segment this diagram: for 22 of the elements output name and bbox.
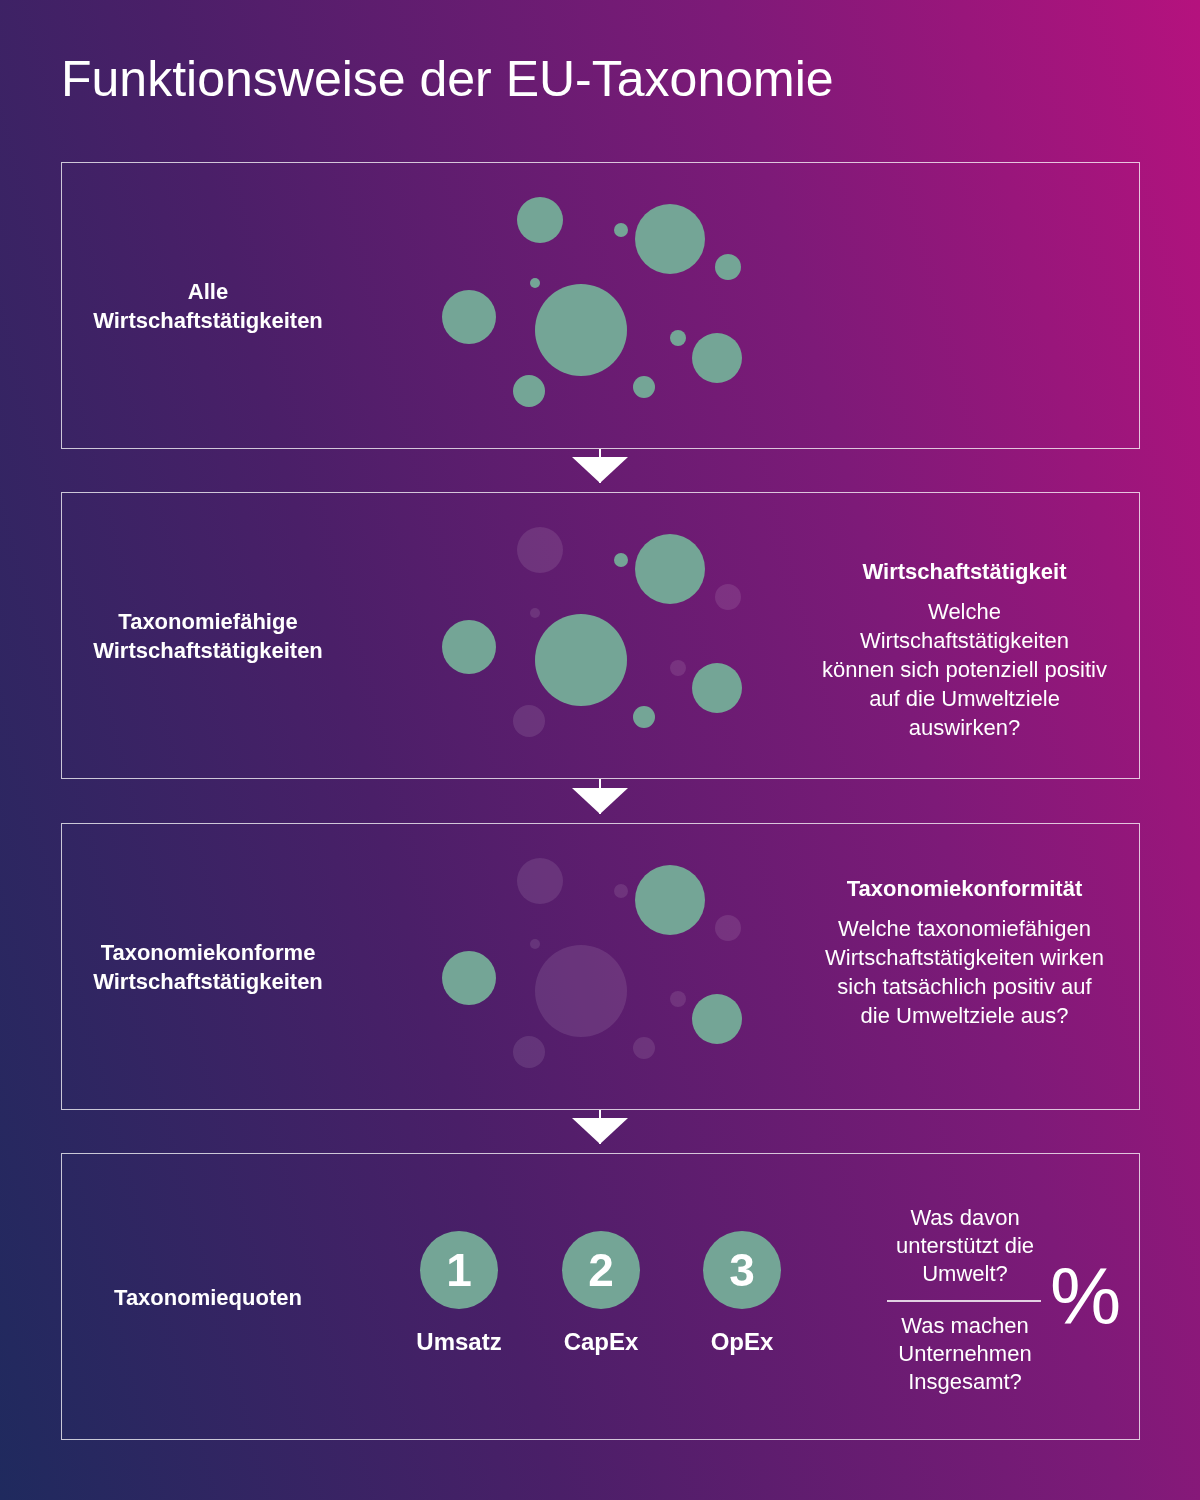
stage-title: Taxonomiefähige Wirtschaftstätigkeiten <box>92 608 324 665</box>
stage-title: Alle Wirtschaftstätigkeiten <box>92 278 324 335</box>
question-text: Welche taxonomiefähigen Wirtschaftstätigkeiten wirken sich tatsächlich positiv auf die Umweltziele aus? <box>824 915 1105 1030</box>
stage-panel <box>61 162 1140 449</box>
denominator-text: Was machen Unternehmen Insgesamt? <box>897 1312 1033 1396</box>
quota-label: CapEx <box>562 1328 640 1356</box>
down-arrow <box>572 778 628 815</box>
down-arrow <box>572 448 628 484</box>
down-arrow <box>572 1109 628 1145</box>
stage-title: Taxonomiequoten <box>113 1283 303 1312</box>
title: Funktionsweise der EU-Taxonomie <box>61 50 834 108</box>
stage-panel <box>61 492 1140 779</box>
numerator-text: Was davon unterstützt die Umwelt? <box>894 1204 1036 1288</box>
question-heading: Wirtschaftstätigkeit <box>861 559 1068 585</box>
question-text: Welche Wirtschaftstätigkeiten können sich potenziell positiv auf die Umweltziele auswirken? <box>822 598 1107 742</box>
stage-panel <box>61 823 1140 1110</box>
stage-title: Taxonomiekonforme Wirtschaftstätigkeiten <box>92 939 324 996</box>
quota-label: OpEx <box>709 1328 775 1356</box>
quota-label: Umsatz <box>415 1328 503 1356</box>
question-heading: Taxonomiekonformität <box>845 876 1084 902</box>
percent-sign: % <box>1050 1254 1122 1340</box>
stage-panel <box>61 1153 1140 1440</box>
